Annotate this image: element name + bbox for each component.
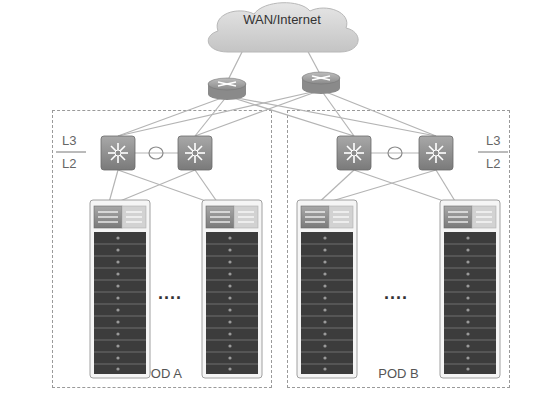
server-rack	[440, 200, 500, 378]
switch-symbol	[419, 136, 453, 170]
cloud-node: WAN/Internet	[198, 0, 366, 56]
link-lines	[108, 46, 458, 206]
cloud-label: WAN/Internet	[198, 12, 366, 27]
router-symbol	[302, 72, 340, 94]
layer-divider	[56, 152, 86, 153]
server-rack	[90, 200, 150, 378]
layer-label: L2	[486, 156, 500, 171]
server-rack	[297, 200, 357, 378]
layer-label: L3	[486, 133, 500, 148]
port-channel-loop	[149, 147, 163, 159]
layer-label: L3	[62, 133, 76, 148]
port-channel-loop	[388, 147, 402, 159]
layer-divider	[478, 152, 508, 153]
router-symbol	[208, 78, 246, 100]
ellipsis-label: ....	[158, 283, 182, 304]
switch-symbol	[337, 136, 371, 170]
cloud-shape	[198, 0, 366, 56]
layer-label: L2	[62, 156, 76, 171]
switch-symbol	[178, 136, 212, 170]
server-rack	[202, 200, 262, 378]
switch-symbol	[101, 136, 135, 170]
ellipsis-label: ....	[384, 283, 408, 304]
